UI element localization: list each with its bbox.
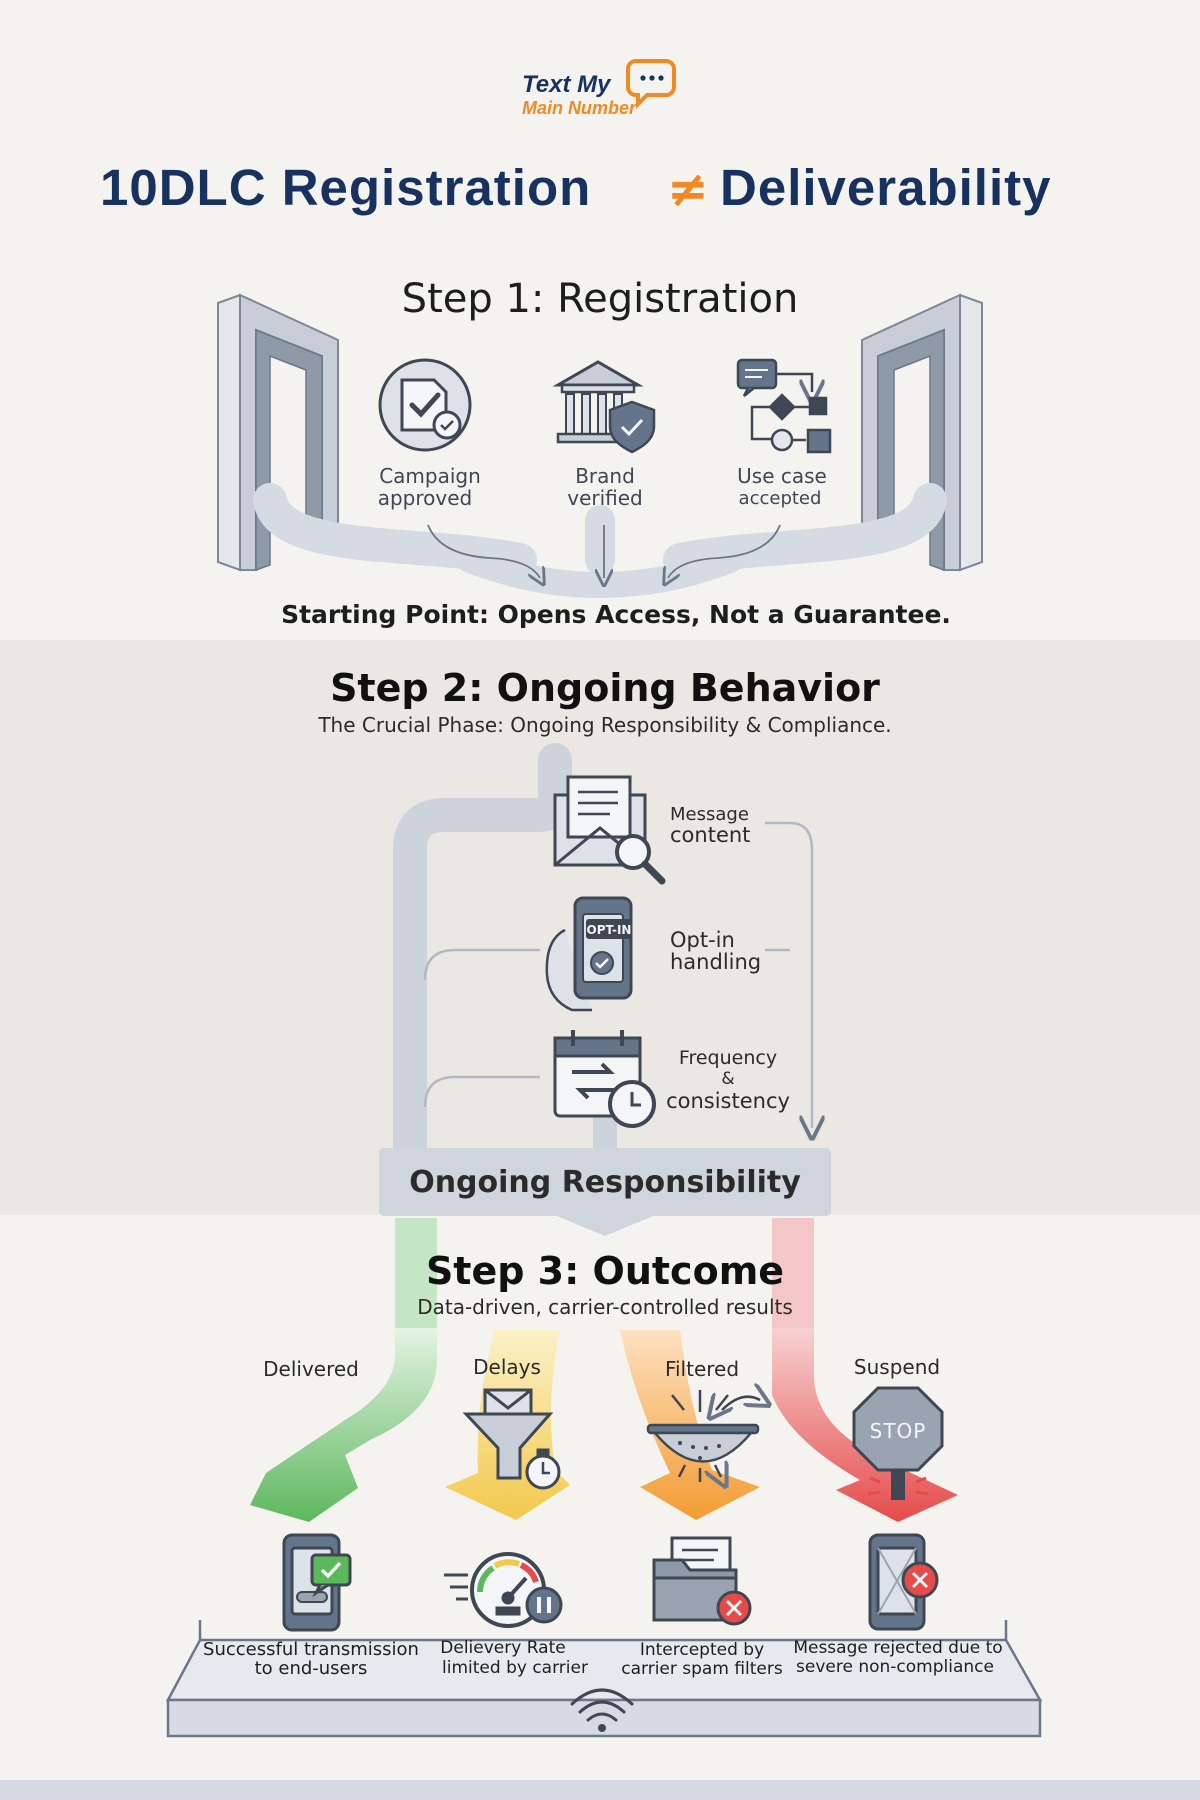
step1-item2-line2: verified xyxy=(567,486,643,510)
brand-line2: Main Number xyxy=(522,98,637,118)
phone-optin-icon: OPT-IN xyxy=(545,896,633,1012)
suspend-stream xyxy=(772,1328,958,1522)
outcome4-desc-line1: Message rejected due to xyxy=(793,1638,1002,1658)
calendar-clock-icon xyxy=(553,1030,656,1128)
step3-title: Step 3: Outcome xyxy=(426,1249,784,1293)
speedometer-pause-icon xyxy=(444,1552,563,1628)
outcome3-desc-line2: carrier spam filters xyxy=(621,1659,783,1679)
outcome4-desc-line2: severe non-compliance xyxy=(796,1657,994,1677)
step1-flow-channels xyxy=(253,483,947,598)
step1-footer: Starting Point: Opens Access, Not a Guar… xyxy=(281,600,951,629)
step1-title: Step 1: Registration xyxy=(402,276,799,322)
outcome4-name: Suspend xyxy=(854,1355,940,1379)
step2-connectors xyxy=(423,821,812,1128)
wifi-icon xyxy=(570,1688,634,1732)
outcome-pillars xyxy=(395,1218,814,1328)
outcome2-name: Delays xyxy=(473,1355,541,1379)
step2-item3-line1: Frequency xyxy=(679,1047,777,1069)
step2-item2-line2: handling xyxy=(670,950,761,974)
step2-item3-line2: & xyxy=(721,1069,734,1089)
outcome3-desc-line1: Intercepted by xyxy=(640,1640,764,1660)
step1-item2-line1: Brand xyxy=(575,464,635,488)
step2-item1-line2: content xyxy=(670,823,750,847)
outcome2-desc-line1: Delievery Rate xyxy=(440,1638,565,1658)
bottom-strip xyxy=(0,1780,1200,1800)
phone-check-icon xyxy=(282,1533,352,1632)
step1-arrows xyxy=(427,524,781,578)
title-left: 10DLC Registration xyxy=(100,159,591,216)
bank-shield-icon xyxy=(552,360,656,454)
sieve-icon xyxy=(646,1390,760,1482)
envelope-search-icon xyxy=(553,775,666,885)
step1-item1-line1: Campaign xyxy=(379,464,481,488)
outcome1-name: Delivered xyxy=(263,1357,359,1381)
step1-item3-line2: accepted xyxy=(739,488,822,509)
not-equal-symbol: ≠ xyxy=(667,160,709,218)
step3-subtitle: Data-driven, carrier-controlled results xyxy=(417,1295,793,1319)
step2-subtitle: The Crucial Phase: Ongoing Responsibilit… xyxy=(317,713,891,737)
responsibility-bar: Ongoing Responsibility xyxy=(379,1148,831,1236)
optin-badge: OPT-IN xyxy=(587,923,632,937)
left-gate xyxy=(217,293,339,572)
outcome2-desc-line2: limited by carrier xyxy=(442,1658,588,1678)
brand-logo: Text My Main Number xyxy=(522,59,676,118)
main-title: 10DLC Registration ≠ Deliverability xyxy=(100,159,1051,218)
funnel-timer-icon xyxy=(462,1388,561,1490)
outcome3-name: Filtered xyxy=(665,1357,739,1381)
right-gate xyxy=(861,293,983,572)
stop-sign-icon: STOP xyxy=(852,1386,944,1500)
stop-text: STOP xyxy=(870,1419,927,1443)
delivered-stream xyxy=(250,1328,437,1522)
workflow-icon xyxy=(736,358,832,454)
phone-x-icon xyxy=(868,1533,939,1631)
title-right: Deliverability xyxy=(720,159,1051,216)
step2-item3-line3: consistency xyxy=(666,1089,790,1113)
folder-x-icon xyxy=(652,1536,752,1626)
campaign-document-icon xyxy=(378,358,472,452)
brand-line1: Text My xyxy=(522,71,612,98)
chat-bubble-icon xyxy=(626,59,676,109)
outcome1-desc-line1: Successful transmission xyxy=(203,1639,419,1660)
step2-item1-line1: Message xyxy=(670,804,749,825)
step1-item3-line1: Use case xyxy=(737,464,827,488)
outcome1-desc-line2: to end-users xyxy=(255,1658,368,1679)
responsibility-label: Ongoing Responsibility xyxy=(409,1165,801,1200)
step2-item2-line1: Opt-in xyxy=(670,928,735,952)
step2-title: Step 2: Ongoing Behavior xyxy=(330,666,880,710)
step1-item1-line2: approved xyxy=(378,486,473,510)
